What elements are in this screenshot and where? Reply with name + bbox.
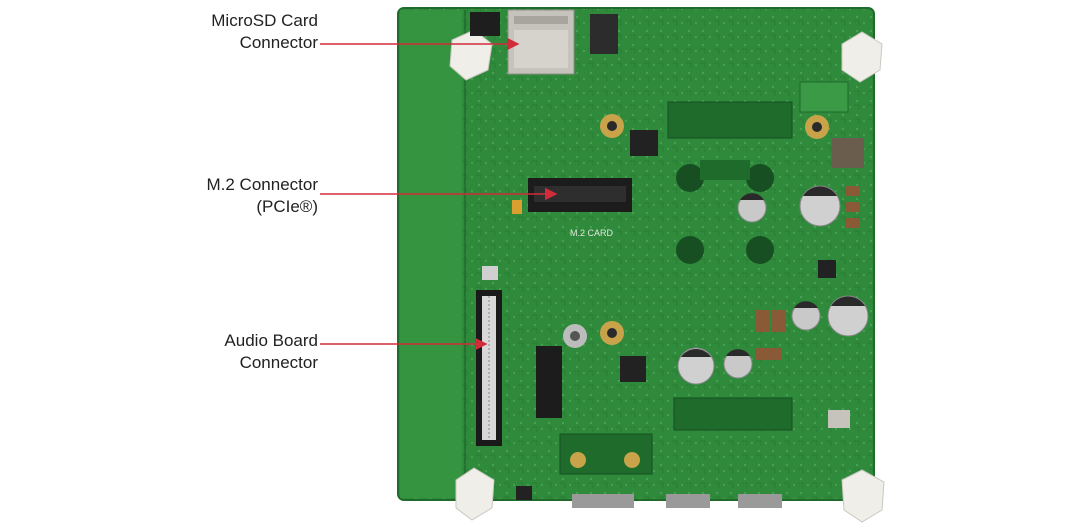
m2-connector	[512, 178, 632, 214]
mounting-hole	[600, 114, 624, 138]
microsd-card-connector-label: MicroSD Card Connector	[211, 10, 318, 54]
m2-label-line2: (PCIe®)	[256, 197, 318, 216]
m2-card-silkscreen: M.2 CARD	[570, 228, 614, 238]
mounting-hole	[600, 321, 624, 345]
capacitor	[799, 185, 841, 227]
mounting-hole	[563, 324, 587, 348]
ic-module-top	[667, 101, 793, 139]
audio-board-connector	[476, 290, 502, 446]
audio-board-connector-label: Audio Board Connector	[224, 330, 318, 374]
capacitor	[737, 193, 767, 223]
capacitor	[827, 295, 869, 337]
port-bottom	[738, 494, 782, 508]
standoff-bottom-left	[455, 467, 495, 521]
audio-label-line2: Connector	[239, 353, 318, 372]
capacitor	[723, 349, 753, 379]
m2-connector-label: M.2 Connector (PCIe®)	[207, 174, 319, 218]
audio-label-line1: Audio Board	[224, 331, 318, 350]
mounting-hole	[805, 115, 829, 139]
m2-label-line1: M.2 Connector	[206, 175, 319, 194]
ic-module-bottom	[673, 397, 793, 431]
capacitor	[677, 347, 715, 385]
microsd-label-line1: MicroSD Card	[211, 11, 318, 30]
ic-module-top-right	[799, 81, 849, 113]
standoff-top-right	[841, 31, 883, 83]
standoff-bottom-right	[841, 469, 885, 523]
pcb-left-strip	[400, 10, 462, 498]
microsd-label-line2: Connector	[239, 33, 318, 52]
port-bottom	[572, 494, 634, 508]
capacitor	[791, 301, 821, 331]
microsd-connector	[507, 9, 575, 75]
port-bottom	[666, 494, 710, 508]
